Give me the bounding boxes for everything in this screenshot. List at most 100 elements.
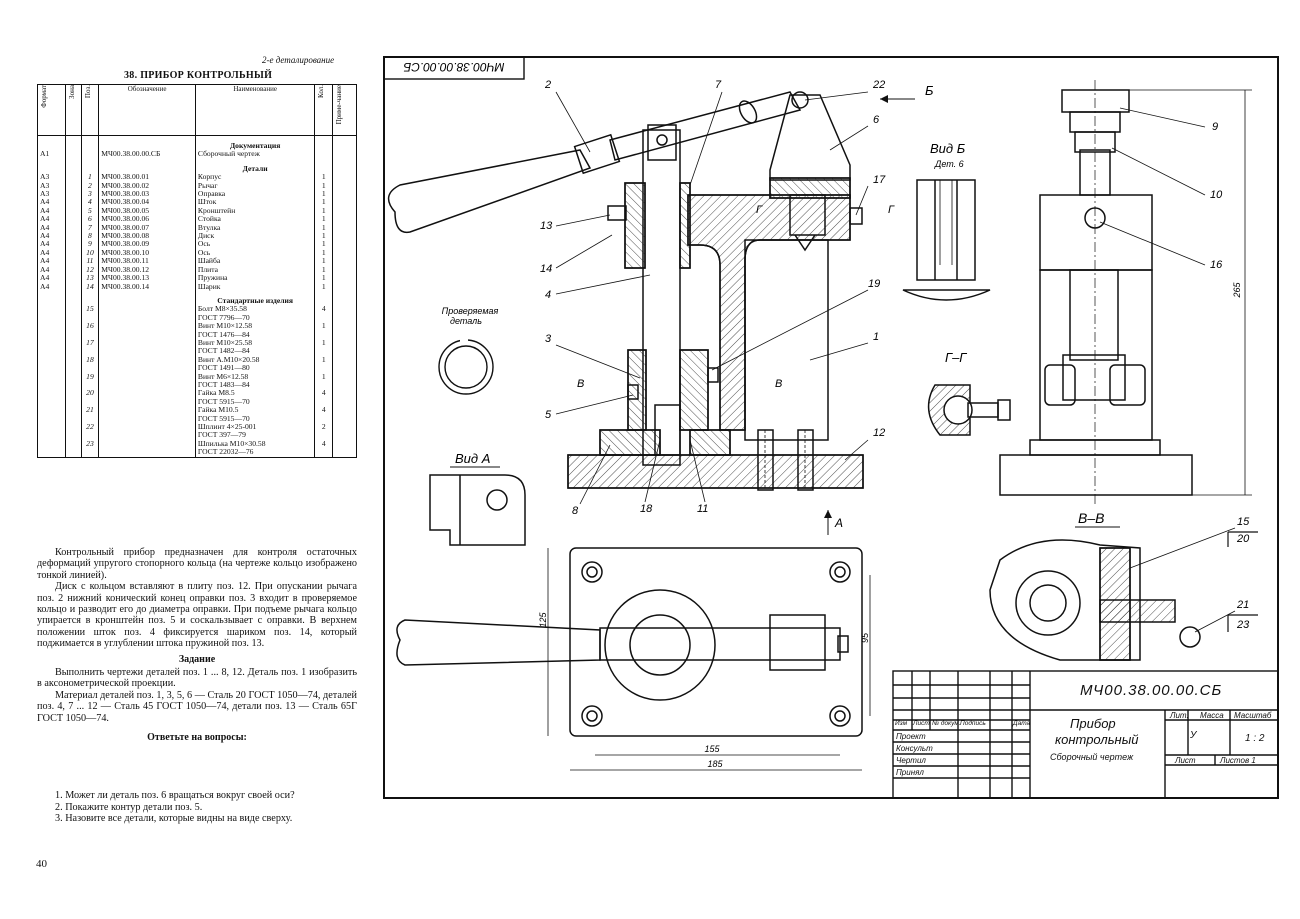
spec-note [332, 198, 357, 207]
spec-name: ГОСТ 1482—84 [194, 346, 316, 356]
dim-265 [1125, 89, 1252, 496]
section-gg [927, 384, 1011, 436]
leader-10: 10 [1210, 189, 1223, 201]
page-number: 40 [36, 858, 47, 870]
spec-note [332, 338, 357, 348]
spec-note [332, 380, 357, 390]
table-row: ГОСТ 22032—76 [36, 448, 357, 458]
spec-section-documentation: Документация [36, 135, 357, 151]
spec-name: Шайба [194, 256, 316, 266]
spec-note [332, 423, 357, 432]
leader-22-23: 23 [1236, 619, 1250, 631]
spec-name: Ось [194, 240, 316, 249]
spec-note [332, 181, 357, 191]
spec-format: A4 [36, 248, 67, 258]
leader-lines [555, 91, 1236, 633]
spec-note [332, 274, 357, 283]
description-paragraph: Диск с кольцом вставляют в плиту поз. 12… [37, 581, 357, 650]
dim-155-label: 155 [704, 744, 720, 754]
leader-16: 16 [1210, 259, 1223, 271]
tb-row-doc: № докум. [932, 720, 961, 727]
title-block-name-1: Прибор [1070, 716, 1116, 731]
leader-2: 2 [544, 79, 551, 91]
spec-name: Плита [194, 265, 316, 275]
spec-name: ГОСТ 1483—84 [194, 380, 316, 390]
spec-format [36, 305, 67, 314]
cut-g-left: Г [756, 204, 763, 216]
spec-name: Винт М10×12.58 [194, 321, 316, 331]
view-b-label: Вид Б [930, 141, 966, 156]
spec-format: A4 [36, 231, 67, 241]
spec-format: A4 [36, 240, 67, 249]
spec-name: Шарик [194, 282, 316, 291]
spec-name: ГОСТ 7796—70 [194, 313, 316, 323]
spec-note [332, 215, 357, 224]
top-view [396, 547, 863, 737]
leader-7: 7 [715, 79, 722, 91]
spec-format [36, 338, 67, 348]
spec-note [332, 397, 357, 407]
question-item: 2. Покажите контур детали поз. 5. [55, 801, 203, 813]
spec-format: A4 [36, 214, 67, 224]
title-block-lit-value: У [1190, 730, 1197, 741]
col-designation: Обозначение [98, 84, 196, 136]
description-paragraph: Контрольный прибор предназначен для конт… [37, 547, 357, 581]
spec-format [36, 322, 67, 331]
view-a-label: Вид А [455, 451, 490, 466]
spec-name: Ось [194, 248, 316, 258]
spec-format: A4 [36, 198, 67, 207]
spec-empty-cell [332, 135, 357, 151]
title-block-designation: МЧ00.38.00.00.СБ [1080, 682, 1223, 699]
spec-format [36, 355, 67, 365]
spec-note [332, 173, 357, 182]
leader-19: 19 [868, 278, 880, 290]
spec-note [332, 347, 357, 356]
arrow-a-label: А [834, 516, 843, 530]
spec-empty-cell [332, 158, 357, 174]
rotated-code: МЧ00.38.00.00.СБ [403, 60, 504, 74]
title-block-scale-col: Масштаб [1234, 711, 1272, 720]
spec-name: Кронштейн [194, 206, 316, 216]
dim-95-label: 95 [860, 632, 870, 643]
spec-format: A3 [36, 189, 67, 199]
spec-name: Гайка М10.5 [194, 405, 316, 415]
spec-note [332, 448, 357, 458]
section-vv-label: В–В [1078, 510, 1104, 526]
leader-boxes [1227, 531, 1258, 632]
spec-name: Винт М6×12.58 [194, 372, 316, 381]
view-a [429, 474, 526, 546]
leader-17: 17 [873, 174, 886, 186]
leader-5: 5 [545, 409, 552, 421]
spec-note [332, 439, 357, 449]
spec-format: A4 [36, 256, 67, 266]
section-vv [989, 539, 1201, 661]
spec-format: A3 [36, 172, 67, 182]
spec-name: Шпилька М10×30.58 [194, 439, 316, 449]
spec-note [332, 223, 357, 233]
spec-section-standard-title: Стандартные изделия [194, 290, 316, 306]
view-b [902, 179, 991, 301]
leader-labels: 1 2 3 4 5 6 7 8 9 10 11 12 13 14 15 16 1… [540, 79, 1250, 631]
spec-note [332, 282, 357, 291]
title-block-sheet: Лист [1175, 756, 1196, 765]
question-item: 1. Может ли деталь поз. 6 вращаться вокр… [55, 790, 295, 801]
spec-name: ГОСТ 1476—84 [194, 330, 316, 339]
spec-format: A4 [36, 223, 67, 233]
dim-125-label: 125 [538, 612, 548, 628]
spec-name: Корпус [194, 172, 316, 182]
spec-name: Винт М10×25.58 [194, 338, 316, 348]
page-title: 38. ПРИБОР КОНТРОЛЬНЫЙ [124, 70, 273, 81]
spec-format [36, 431, 67, 440]
spec-note [332, 330, 357, 339]
spec-section-documentation-title: Документация [194, 135, 316, 151]
spec-format: A4 [36, 206, 67, 216]
